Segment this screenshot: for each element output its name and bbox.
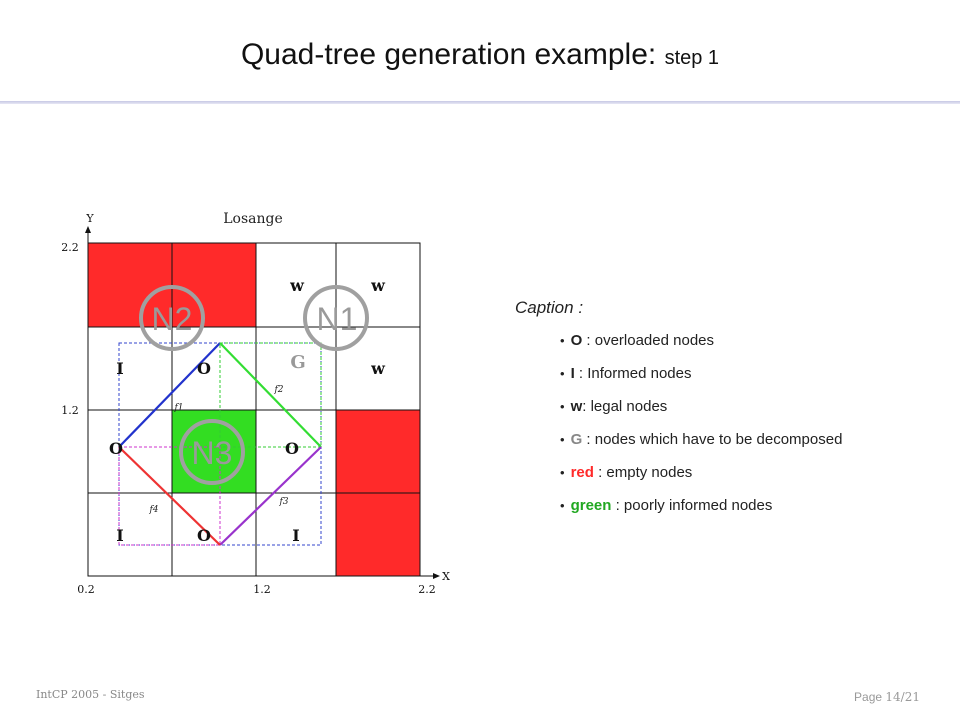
face-label-f2: f2: [273, 385, 283, 395]
legend-item-legal: w: legal nodes: [560, 399, 842, 415]
title-main: Quad-tree generation example:: [240, 38, 657, 71]
title-divider: [0, 101, 960, 104]
legend-text: : poorly informed nodes: [611, 497, 773, 514]
tick-x-2.2: 2.2: [418, 583, 436, 596]
face-label-f3: f3: [278, 497, 288, 507]
axes: [87, 228, 438, 577]
node-circle-n3: [179, 419, 245, 485]
page-number: 14/21: [885, 690, 920, 704]
x-axis-label: X: [442, 570, 450, 583]
legend-key: I: [570, 365, 575, 382]
cell-label-r1c4: w: [370, 276, 386, 295]
legend-item-poorly-informed: green : poorly informed nodes: [560, 498, 842, 514]
legend-item-empty: red : empty nodes: [560, 465, 842, 481]
footer-conference: IntCP 2005 - Sitges: [36, 688, 145, 701]
node-circle-n2: [139, 285, 205, 351]
cell-label-r2c3: G: [290, 352, 305, 373]
empty-cell-r1c2: [172, 243, 256, 327]
legend-key: O: [570, 332, 583, 349]
legend-text: : Informed nodes: [574, 365, 692, 382]
face-f1-edge: [118, 342, 221, 448]
face-label-f1: f1: [173, 403, 183, 413]
legend-key: G: [570, 431, 583, 448]
legend-item-informed: I : Informed nodes: [560, 366, 842, 382]
cell-label-r2c2: O: [197, 359, 211, 378]
cell-label-r3c3: O: [285, 439, 299, 458]
legend-key: w: [570, 398, 583, 415]
node-circle-n1: [303, 285, 369, 351]
cell-label-r1c3: w: [289, 276, 305, 295]
face-f4-edge: [118, 446, 221, 546]
node-label-n3: N3: [192, 435, 233, 471]
page-prefix: Page: [854, 690, 886, 704]
legend-item-overloaded: O : overloaded nodes: [560, 333, 842, 349]
slide-title: Quad-tree generation example: step 1: [0, 38, 960, 72]
face-f3-edge: [219, 446, 322, 546]
legend-key: green: [570, 497, 612, 514]
caption-title: Caption :: [515, 298, 584, 317]
bounding-box-green: [219, 342, 322, 448]
caption-legend: O : overloaded nodes I : Informed nodes …: [560, 333, 843, 531]
empty-cell-r1c1: [88, 243, 172, 327]
legend-text: : empty nodes: [593, 464, 693, 481]
legend-text: : overloaded nodes: [582, 332, 714, 349]
cell-label-r3c1: O: [109, 439, 123, 458]
diagram-heading: Losange: [223, 211, 283, 227]
face-label-f4: f4: [148, 505, 158, 515]
tick-x-1.2: 1.2: [253, 583, 271, 596]
y-axis-arrow: [85, 226, 91, 233]
face-f2-edge: [219, 342, 322, 448]
x-axis-arrow: [433, 573, 440, 579]
title-step: step 1: [664, 47, 720, 69]
cell-label-r4c3: I: [292, 526, 299, 545]
legend-key: red: [570, 464, 594, 481]
legend-text: : legal nodes: [582, 398, 668, 415]
cell-label-r2c1: I: [116, 359, 123, 378]
bounding-box-red: [118, 446, 221, 546]
cell-label-r4c1: I: [116, 526, 123, 545]
cell-label-r2c4: w: [370, 359, 386, 378]
footer-page: Page 14/21: [854, 690, 920, 704]
tick-origin-0.2: 0.2: [77, 583, 95, 596]
legend-item-decompose: G : nodes which have to be decomposed: [560, 431, 843, 448]
tick-y-2.2: 2.2: [61, 241, 79, 254]
y-axis-label: Y: [85, 212, 94, 225]
legend-text: : nodes which have to be decomposed: [582, 431, 843, 448]
node-label-n1: N1: [317, 301, 358, 337]
tick-y-1.2: 1.2: [61, 404, 79, 417]
cell-label-r4c2: O: [197, 526, 211, 545]
node-label-n2: N2: [152, 301, 193, 337]
